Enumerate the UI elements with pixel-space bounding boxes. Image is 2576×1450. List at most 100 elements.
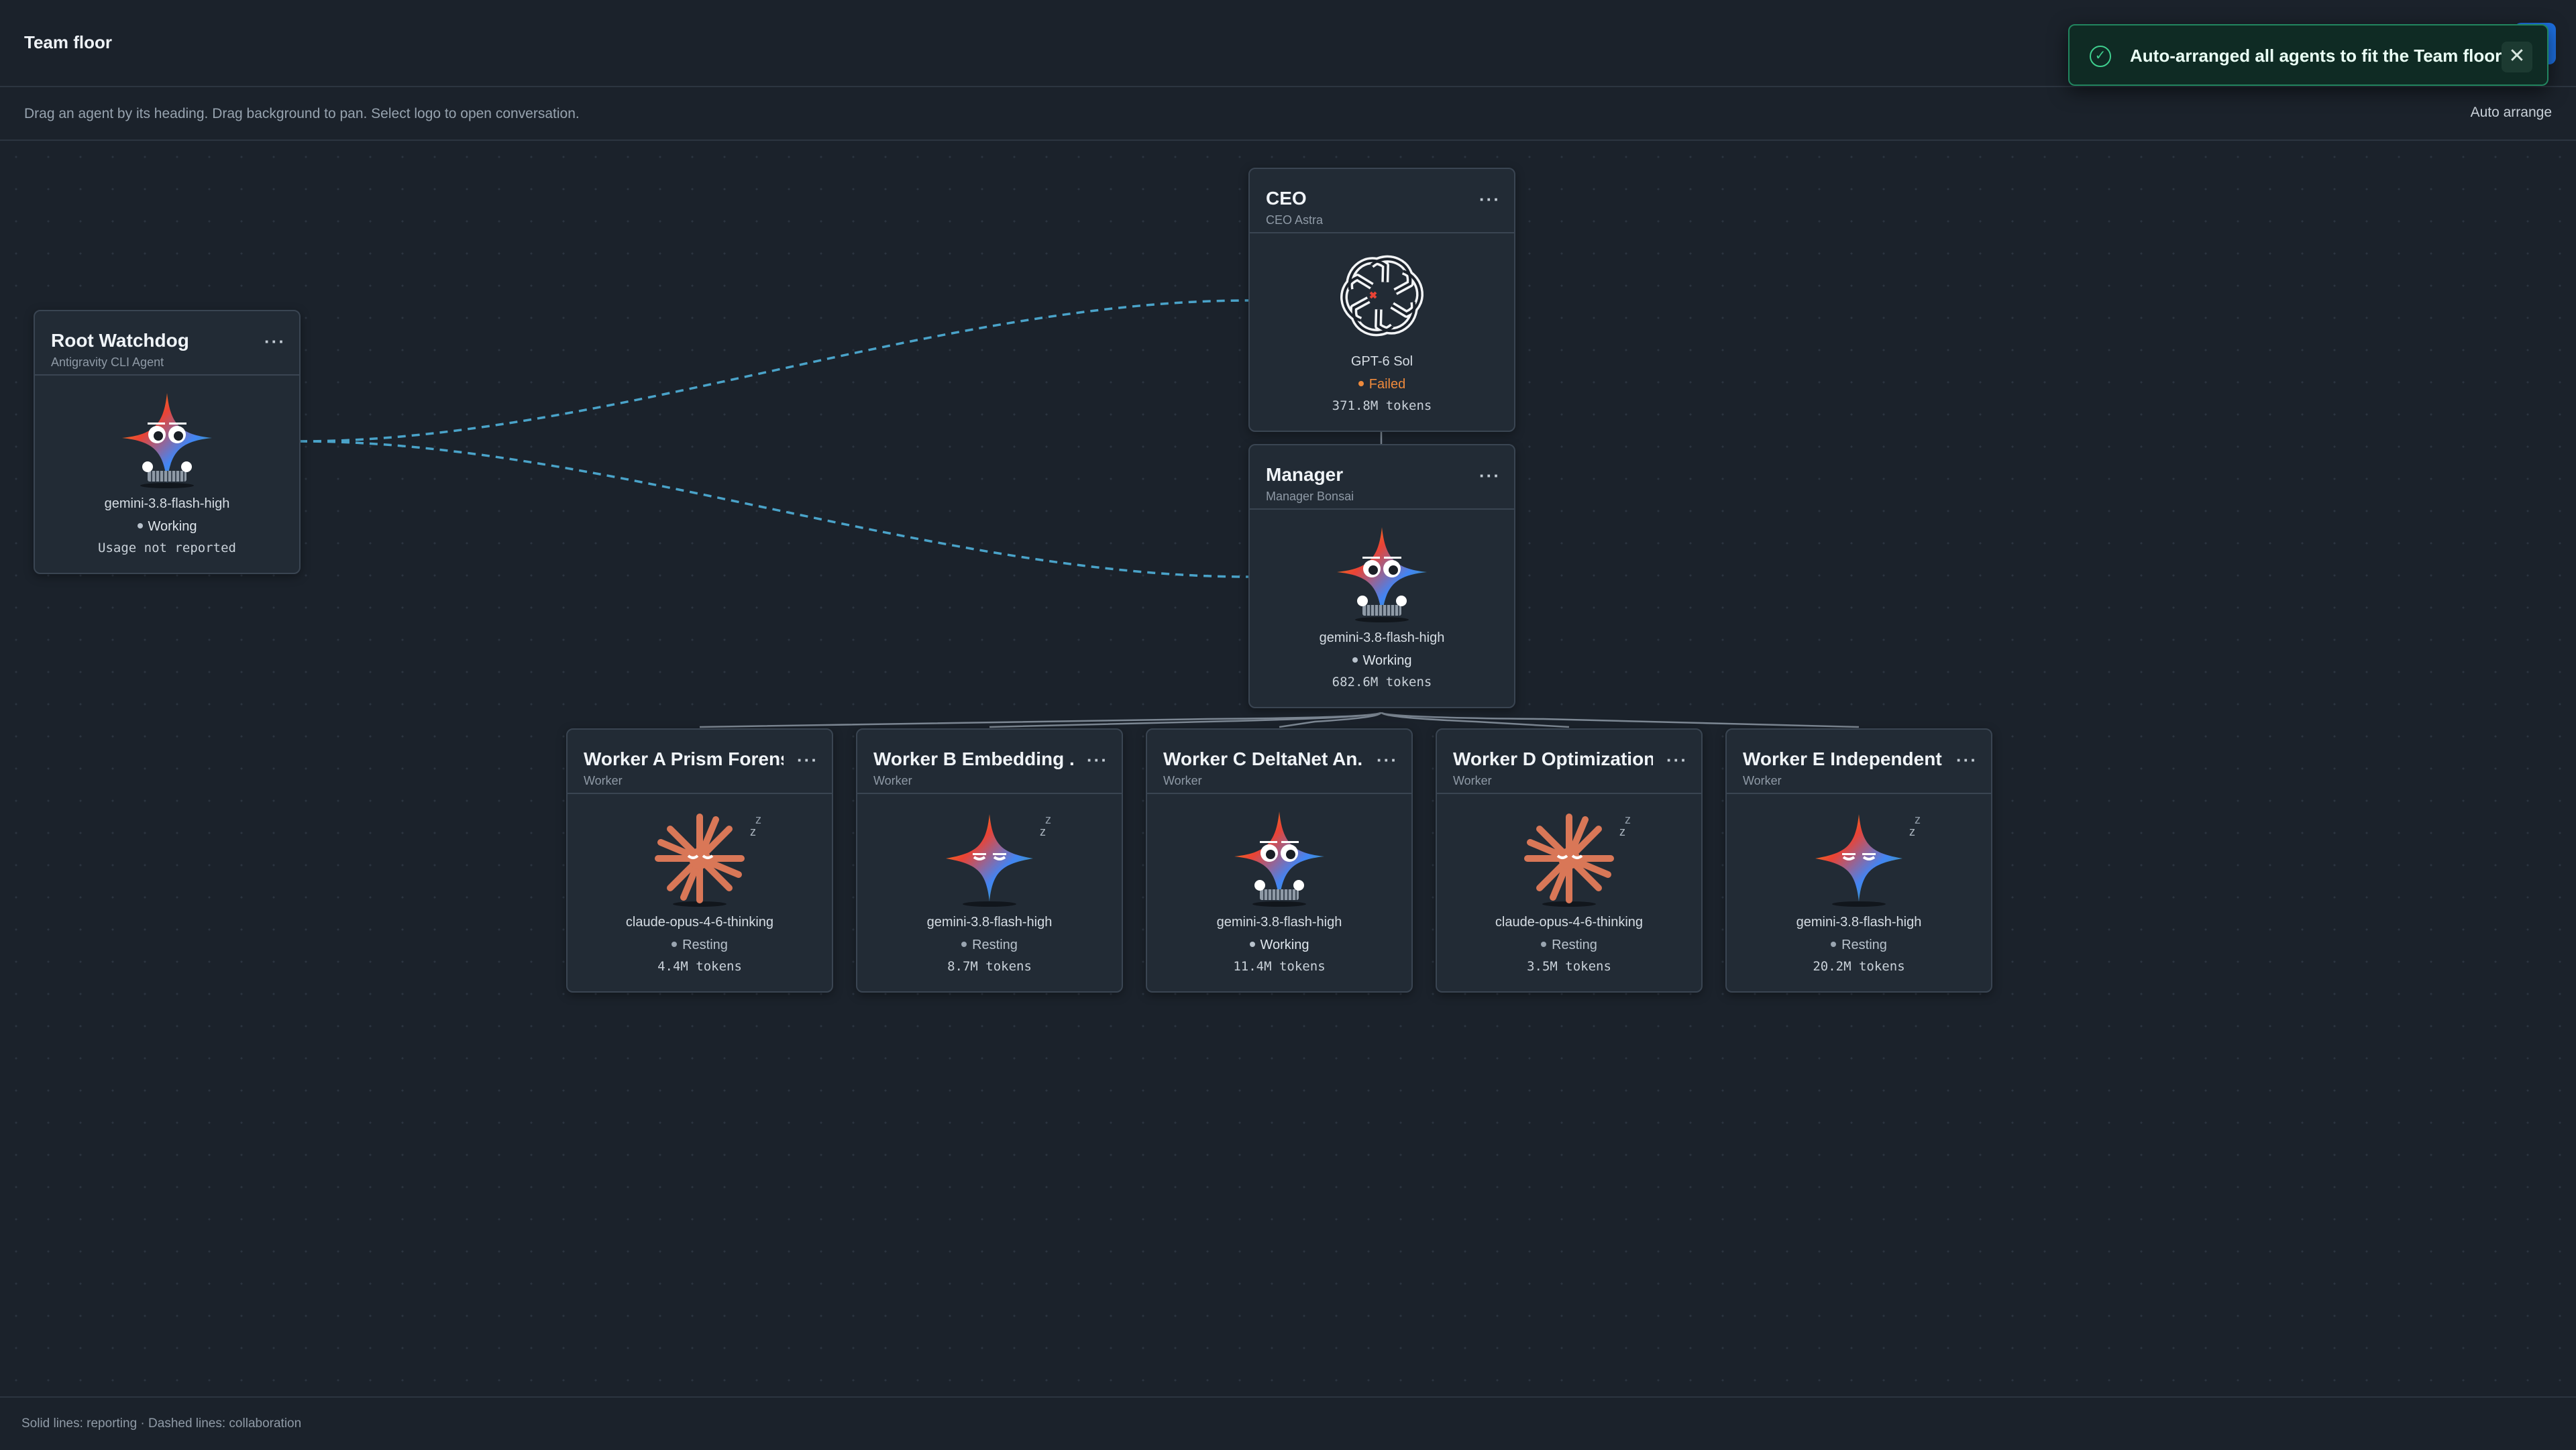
sleep-z-icon: z <box>755 813 761 826</box>
sleep-z-icon: z <box>1625 813 1631 826</box>
sleep-z-icon: z <box>1909 825 1915 838</box>
status-indicator: Working <box>1250 653 1514 669</box>
agent-name: Worker D Optimization... <box>1453 748 1653 769</box>
model-name: GPT-6 Sol <box>1350 354 1413 369</box>
gemini-star-awake-icon[interactable] <box>1229 806 1330 907</box>
gemini-star-sleeping-icon[interactable] <box>1809 806 1909 907</box>
agent-role: Manager Bonsai <box>1266 490 1354 503</box>
token-usage: 3.5M tokens <box>1527 959 1611 974</box>
agent-name: Root Watchdog <box>51 330 189 351</box>
status-dot <box>1831 942 1837 947</box>
agent-name: Manager <box>1266 464 1344 485</box>
token-usage: Usage not reported <box>98 541 236 555</box>
toast-notification: ✓ Auto-arranged all agents to fit the Te… <box>2068 24 2548 86</box>
status-text: Working <box>1362 653 1412 668</box>
openai-knot-icon[interactable] <box>1332 245 1432 346</box>
report-edge-manager-worker-b <box>989 711 1383 728</box>
more-options-icon[interactable]: ··· <box>1956 750 1978 770</box>
status-indicator: Resting <box>568 938 832 953</box>
agent-card-heading[interactable]: Worker C DeltaNet An... Worker ··· <box>1147 730 1411 794</box>
agent-card-worker-d[interactable]: Worker D Optimization... Worker ··· z z … <box>1436 728 1703 993</box>
model-name: claude-opus-4-6-thinking <box>625 915 774 930</box>
status-indicator: Failed <box>1250 377 1514 392</box>
agent-name: Worker C DeltaNet An... <box>1163 748 1363 769</box>
status-dot <box>1249 942 1255 947</box>
agent-card-heading[interactable]: Manager Manager Bonsai ··· <box>1250 445 1514 510</box>
status-text: Resting <box>972 938 1018 952</box>
agent-card-worker-a[interactable]: Worker A Prism Forens... Worker ··· z z … <box>566 728 833 993</box>
claude-burst-sleeping-icon[interactable] <box>1519 806 1619 907</box>
status-text: Resting <box>1552 938 1597 952</box>
agent-role: Worker <box>1163 774 1202 787</box>
agent-role: Worker <box>584 774 623 787</box>
agent-card-ceo[interactable]: CEO CEO Astra ··· GPT-6 Sol Failed <box>1248 168 1515 432</box>
agent-card-heading[interactable]: Worker D Optimization... Worker ··· <box>1437 730 1701 794</box>
agent-card-worker-e[interactable]: Worker E Independent ... Worker ··· z z … <box>1725 728 1992 993</box>
agent-name: CEO <box>1266 188 1307 209</box>
gemini-star-sleeping-icon[interactable] <box>939 806 1040 907</box>
more-options-icon[interactable]: ··· <box>1377 750 1398 770</box>
more-options-icon[interactable]: ··· <box>1087 750 1108 770</box>
status-indicator: Resting <box>1437 938 1701 953</box>
model-name: claude-opus-4-6-thinking <box>1495 915 1644 930</box>
agent-name: Worker E Independent ... <box>1743 748 1943 769</box>
status-text: Resting <box>682 938 728 952</box>
agent-card-heading[interactable]: Worker E Independent ... Worker ··· <box>1727 730 1991 794</box>
agent-card-heading[interactable]: Worker A Prism Forens... Worker ··· <box>568 730 832 794</box>
edge-legend: Solid lines: reporting · Dashed lines: c… <box>21 1416 302 1431</box>
token-usage: 682.6M tokens <box>1332 675 1432 689</box>
status-dot <box>1358 381 1364 386</box>
agent-card-worker-c[interactable]: Worker C DeltaNet An... Worker ··· <box>1146 728 1413 993</box>
instructions-text: Drag an agent by its heading. Drag backg… <box>24 106 580 121</box>
more-options-icon[interactable]: ··· <box>264 331 286 351</box>
status-text: Working <box>148 519 197 534</box>
auto-arrange-button[interactable]: Auto arrange <box>2470 105 2552 120</box>
sleep-z-icon: z <box>1045 813 1051 826</box>
report-edge-manager-worker-c <box>1279 712 1383 728</box>
agent-card-manager[interactable]: Manager Manager Bonsai ··· <box>1248 444 1515 708</box>
agent-name: Worker B Embedding ... <box>873 748 1073 769</box>
agent-role: Worker <box>1453 774 1492 787</box>
agent-card-worker-b[interactable]: Worker B Embedding ... Worker ··· z z ge… <box>856 728 1123 993</box>
more-options-icon[interactable]: ··· <box>1666 750 1688 770</box>
token-usage: 371.8M tokens <box>1332 398 1432 413</box>
agent-role: Worker <box>1743 774 1782 787</box>
sleep-z-icon: z <box>1915 813 1921 826</box>
sleep-z-icon: z <box>1619 825 1625 838</box>
status-indicator: Resting <box>857 938 1122 953</box>
status-dot <box>137 523 143 528</box>
report-edge-manager-worker-e <box>1380 711 1860 728</box>
gemini-star-awake-icon[interactable] <box>1332 522 1432 622</box>
agent-card-root[interactable]: Root Watchdog Antigravity CLI Agent ··· <box>34 310 301 574</box>
more-options-icon[interactable]: ··· <box>1479 189 1501 209</box>
sleep-z-icon: z <box>750 825 756 838</box>
toolbar: Drag an agent by its heading. Drag backg… <box>0 87 2576 141</box>
agent-name: Worker A Prism Forens... <box>584 748 784 769</box>
model-name: gemini-3.8-flash-high <box>1796 915 1922 930</box>
more-options-icon[interactable]: ··· <box>797 750 818 770</box>
more-options-icon[interactable]: ··· <box>1479 465 1501 486</box>
status-indicator: Resting <box>1727 938 1991 953</box>
status-dot <box>961 942 967 947</box>
agent-card-heading[interactable]: Worker B Embedding ... Worker ··· <box>857 730 1122 794</box>
model-name: gemini-3.8-flash-high <box>1319 630 1445 645</box>
status-dot <box>1541 942 1547 947</box>
gemini-star-awake-icon[interactable] <box>117 388 217 488</box>
status-indicator: Working <box>1147 938 1411 953</box>
token-usage: 11.4M tokens <box>1233 959 1326 974</box>
claude-burst-sleeping-icon[interactable] <box>649 806 750 907</box>
agent-card-heading[interactable]: Root Watchdog Antigravity CLI Agent ··· <box>35 311 299 376</box>
model-name: gemini-3.8-flash-high <box>926 915 1053 930</box>
agent-role: CEO Astra <box>1266 213 1324 227</box>
agent-card-heading[interactable]: CEO CEO Astra ··· <box>1250 169 1514 233</box>
sleep-z-icon: z <box>1040 825 1046 838</box>
close-icon[interactable]: ✕ <box>2502 42 2532 72</box>
status-indicator: Working <box>35 519 299 535</box>
model-name: gemini-3.8-flash-high <box>104 496 230 511</box>
token-usage: 20.2M tokens <box>1813 959 1905 974</box>
status-text: Working <box>1260 938 1309 952</box>
model-name: gemini-3.8-flash-high <box>1216 915 1342 930</box>
agent-role: Worker <box>873 774 912 787</box>
status-dot <box>672 942 678 947</box>
status-text: Failed <box>1368 377 1406 392</box>
